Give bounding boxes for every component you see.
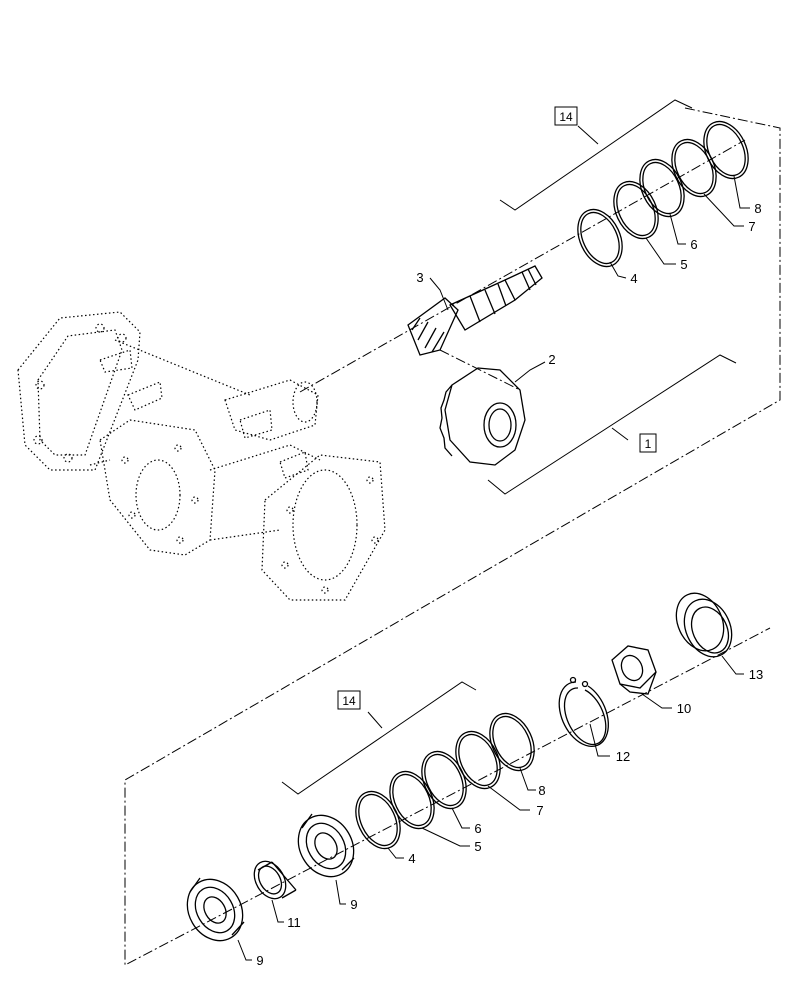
pinion-shaft — [407, 265, 543, 356]
callout-labels: 3 2 4 5 6 7 8 9 11 9 4 5 6 7 8 12 10 13 — [256, 201, 763, 968]
lower-ring-set — [355, 712, 535, 850]
callout-3: 3 — [416, 270, 423, 285]
callout-11: 11 — [287, 915, 301, 930]
callout-box-14-upper: 14 — [554, 106, 578, 126]
callout-7-upper: 7 — [748, 219, 755, 234]
axle-housing — [17, 311, 386, 601]
callout-10: 10 — [677, 701, 691, 716]
ring-gear — [439, 367, 526, 466]
callout-4-lower: 4 — [408, 851, 415, 866]
seal — [675, 592, 733, 658]
callout-1-text: 1 — [645, 437, 652, 451]
callout-6-lower: 6 — [474, 821, 481, 836]
center-lines — [124, 107, 781, 966]
callout-5-lower: 5 — [474, 839, 481, 854]
bracket-1 — [487, 354, 737, 495]
callout-14-upper-text: 14 — [559, 110, 573, 124]
callout-6-upper: 6 — [690, 237, 697, 252]
snap-ring — [558, 676, 610, 747]
callout-7-lower: 7 — [536, 803, 543, 818]
bracket-14-upper — [499, 99, 693, 211]
upper-ring-set — [577, 120, 749, 268]
callout-5-upper: 5 — [680, 257, 687, 272]
callout-8-upper: 8 — [754, 201, 761, 216]
callout-9-right: 9 — [350, 897, 357, 912]
callout-8-lower: 8 — [538, 783, 545, 798]
callout-14-lower-text: 14 — [342, 694, 356, 708]
callout-13: 13 — [749, 667, 763, 682]
leader-lines — [237, 175, 750, 961]
callout-box-14-lower: 14 — [337, 690, 361, 710]
hex-nut — [611, 645, 657, 695]
callout-4-upper: 4 — [630, 271, 637, 286]
bracket-14-lower — [281, 681, 477, 795]
lower-bearing-right — [297, 813, 355, 878]
callout-12: 12 — [616, 749, 630, 764]
spacer-sleeve — [253, 860, 297, 900]
callout-2: 2 — [548, 352, 555, 367]
callout-9-left: 9 — [256, 953, 263, 968]
callout-box-1: 1 — [639, 433, 657, 453]
lower-bearing-left — [186, 877, 245, 942]
